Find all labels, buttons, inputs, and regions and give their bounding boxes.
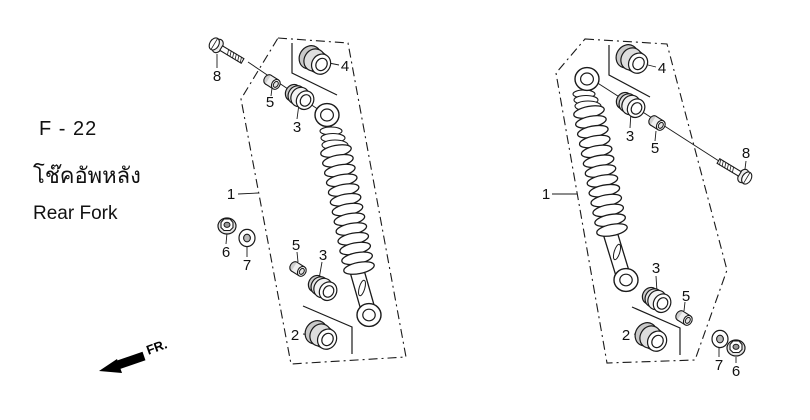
callout-1: 1	[542, 186, 550, 203]
callout-2: 2	[291, 327, 299, 344]
callout-4: 4	[658, 60, 666, 77]
callout-7: 7	[243, 257, 251, 274]
right-collar-5-lower	[673, 308, 695, 328]
right-washer-7	[711, 329, 729, 349]
left-collar-5-upper	[261, 72, 283, 92]
right-dashed-outline	[555, 38, 728, 364]
right-bracket-top	[608, 45, 651, 98]
right-assembly-diagram: 4 3 5 8 1 3 5 2 7 6	[542, 38, 755, 380]
right-cap-nut-6	[726, 339, 746, 357]
left-bracket-bottom	[302, 305, 353, 354]
right-bracket-bottom	[631, 306, 681, 355]
callout-3: 3	[293, 119, 301, 136]
left-washer-7	[238, 228, 256, 248]
left-flange-bolt-8	[206, 34, 247, 68]
callout-8: 8	[742, 145, 750, 162]
callout-5: 5	[651, 140, 659, 157]
fr-label: FR.	[144, 336, 169, 357]
callout-8: 8	[213, 68, 221, 85]
left-collar-5-lower	[287, 259, 309, 279]
left-rubber-mount-3-lower	[303, 270, 342, 305]
right-lower-arm-slot	[612, 243, 622, 261]
left-coil-spring	[320, 144, 375, 275]
part-title-english: Rear Fork	[33, 203, 118, 224]
front-direction-indicator: FR.	[99, 336, 169, 373]
callout-7: 7	[715, 357, 723, 374]
callout-3: 3	[652, 260, 660, 277]
left-bracket-top	[291, 43, 338, 96]
callout-1: 1	[227, 186, 235, 203]
callout-3: 3	[626, 128, 634, 145]
right-coil-spring	[573, 105, 628, 237]
right-bushing-4	[611, 39, 653, 79]
fr-arrow-head	[99, 359, 122, 373]
callout-5: 5	[266, 94, 274, 111]
callout-6: 6	[222, 244, 230, 261]
left-rubber-mount-3-upper	[280, 79, 319, 114]
left-dashed-outline	[240, 37, 407, 365]
left-bushing-4	[294, 40, 336, 80]
callout-5: 5	[292, 237, 300, 254]
callout-3: 3	[319, 247, 327, 264]
part-title-thai: โช๊คอัพหลัง	[33, 163, 141, 188]
fr-arrow-shaft	[113, 351, 146, 371]
left-shock-absorber	[314, 102, 382, 328]
left-bushing-2	[300, 315, 342, 355]
left-assembly-diagram: 8 5 3 4 1 6 7 5 3 2	[206, 34, 407, 365]
left-cap-nut-6	[217, 217, 237, 235]
right-bushing-2	[630, 317, 672, 357]
callout-4: 4	[341, 58, 349, 75]
callout-5: 5	[682, 288, 690, 305]
left-leader-lines	[216, 54, 340, 336]
callout-6: 6	[732, 363, 740, 380]
left-lower-arm-slot	[358, 279, 366, 297]
page-title: F - 22	[39, 118, 98, 140]
callout-2: 2	[622, 327, 630, 344]
right-shock-absorber	[572, 66, 639, 293]
